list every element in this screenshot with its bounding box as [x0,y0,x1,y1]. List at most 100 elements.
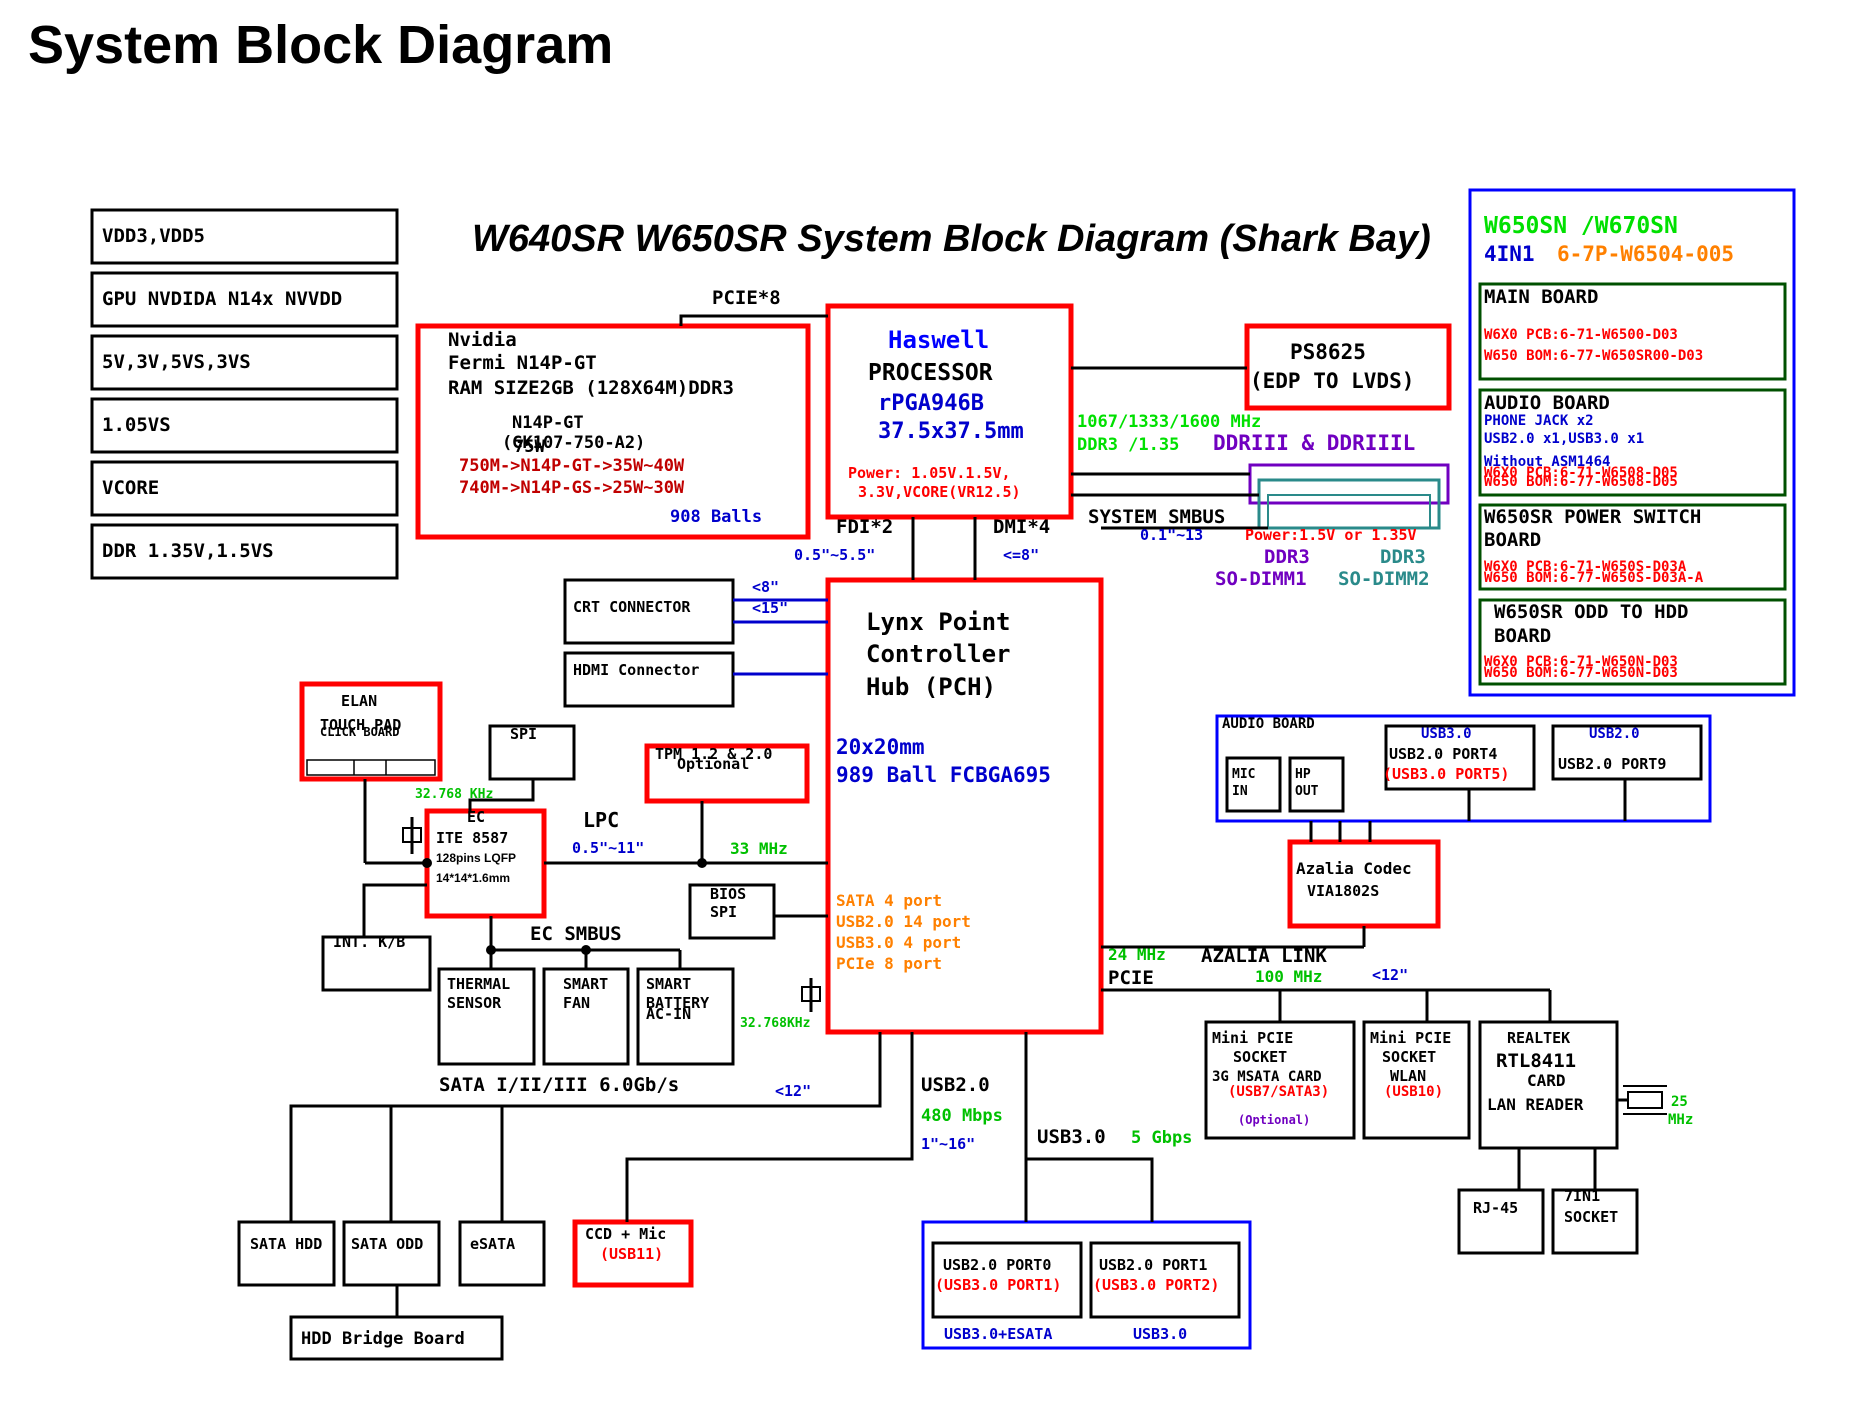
lpc-label: LPC [583,808,619,832]
power-rail-label: 1.05VS [102,414,171,436]
audio-info-pcb: W6X0 PCB:6-71-W6508-D05 [1484,465,1678,481]
tpm-label: Optional [677,755,749,773]
ps8625-label: (EDP TO LVDS) [1250,369,1414,393]
crt-len: <15" [752,599,788,617]
power-rail-label: DDR 1.35V,1.5VS [102,540,274,562]
panel-sub: 6-7P-W6504-005 [1557,242,1734,266]
pch-port: PCIe 8 port [836,954,942,973]
dimm1-label: DDR3 [1264,546,1310,568]
pch-port: USB2.0 14 port [836,912,971,931]
realtek-label: REALTEK [1507,1029,1570,1047]
main-board-title: MAIN BOARD [1484,286,1598,308]
socket-label: 7IN1 [1564,1187,1600,1205]
hp-label: HP [1295,767,1311,782]
cpu-line: 37.5x37.5mm [878,419,1024,444]
gpu-line: 750M->N14P-GT->35W~40W [459,456,685,476]
cpu-power: Power: 1.05V.1.5V, [848,464,1011,482]
sata-bus-label: SATA I/II/III 6.0Gb/s [439,1074,679,1096]
power-rail-box [90,271,399,328]
audio-board-box [1215,714,1712,823]
azalia-freq: 24 MHz [1108,945,1166,964]
cpu-name: Haswell [888,326,989,354]
power-board-title: BOARD [1484,529,1541,551]
crt-len: <8" [752,578,779,596]
elan-box [299,681,443,782]
pch-title: Lynx Point [866,608,1011,636]
power-rail-box [90,397,399,454]
usb-port0-label: (USB3.0 PORT1) [935,1276,1061,1294]
port4-label: USB3.0 [1421,726,1472,742]
power-board-bom: W650 BOM:6-77-W650S-D03A-A [1484,570,1704,586]
dimm1-label: SO-DIMM1 [1215,568,1307,590]
pch-title: Controller [866,640,1011,668]
usb-port0-box [931,1241,1083,1319]
usb2-bus-label: USB2.0 [921,1074,990,1096]
hp-label: OUT [1295,784,1319,799]
elan-label: ELAN [341,692,377,710]
hdd-bridge-label: HDD Bridge Board [301,1329,465,1349]
usb3-bus-label: USB3.0 [1037,1126,1106,1148]
pcie8-label: PCIE*8 [712,287,781,309]
odd-board-title: W650SR ODD TO HDD [1494,601,1688,623]
pch-size: 20x20mm [836,735,925,759]
smbus-len: 0.1"~13 [1140,526,1203,544]
sata-odd-box [342,1220,441,1287]
pch-port: USB3.0 4 port [836,933,961,952]
junction-dot [422,858,432,868]
power-board-pcb: W6X0 PCB:6-71-W650S-D03A [1484,559,1687,575]
minipcie1-label: (USB7/SATA3) [1228,1084,1329,1100]
realtek-label: LAN READER [1487,1095,1584,1114]
esata-label: eSATA [470,1235,515,1253]
bios-box [688,883,776,940]
gpu-balls: 908 Balls [670,507,762,527]
spi-label: SPI [510,725,537,743]
pcie-freq: 100 MHz [1255,967,1322,986]
minipcie1-label: Mini PCIE [1212,1029,1293,1047]
power-rail-label: VCORE [102,477,159,499]
crt-box [563,578,735,645]
audio-info-line: PHONE JACK x2 [1484,413,1594,429]
ec-label: EC [467,808,485,826]
sata-hdd-box [237,1220,336,1287]
junction-dot [581,945,591,955]
usb-port1-box [1089,1241,1241,1319]
panel-title: W650SN /W670SN [1484,213,1678,239]
usb-panel-label: USB3.0 [1133,1325,1187,1343]
pch-title: Hub (PCH) [866,673,996,701]
pcie-label: PCIE [1108,967,1154,989]
power-rail-label: GPU NVDIDA N14x NVVDD [102,288,342,310]
minipcie2-label: SOCKET [1382,1048,1436,1066]
cpu-power: 3.3V,VCORE(VR12.5) [858,483,1021,501]
audio-info-bom: W650 BOM:6-77-W6508-D05 [1484,474,1678,490]
ps8625-label: PS8625 [1290,340,1366,364]
main-board-box [1478,282,1787,381]
usb-port4-box [1384,724,1536,791]
gpu-line: 740M->N14P-GS->25W~30W [459,478,685,498]
audio-info-line: Without ASM1464 [1484,454,1610,470]
usb-port9-box [1551,724,1703,781]
realtek-xtal: MHz [1668,1112,1693,1128]
dmi-label: DMI*4 [993,516,1050,538]
tpm-label: TPM 1.2 & 2.0 [655,745,772,763]
codec-label: Azalia Codec [1296,859,1412,878]
sata-hdd-label: SATA HDD [250,1235,322,1253]
minipcie1-label: SOCKET [1233,1048,1287,1066]
junction-dot [697,858,707,868]
ec-xtal: 32.768 KHz [415,787,493,802]
bios-label: BIOS [710,885,746,903]
thermal-label: SENSOR [447,994,502,1012]
usb-port1-label: (USB3.0 PORT2) [1093,1276,1219,1294]
page-title: System Block Diagram [28,15,614,75]
main-board-bom: W650 BOM:6-77-W650SR00-D03 [1484,348,1703,364]
hp-out-box [1288,756,1345,813]
smart-battery-box [636,967,735,1066]
audio-info-line: USB2.0 x1,USB3.0 x1 [1484,431,1644,447]
thermal-sensor-box [437,967,536,1066]
ec-label: 128pins LQFP [436,851,516,865]
junction-dot [486,945,496,955]
bios-label: SPI [710,903,737,921]
crystal-icon [1627,1091,1663,1109]
dimm-slot-1 [1248,463,1450,505]
ec-label: 14*14*1.6mm [436,871,510,885]
